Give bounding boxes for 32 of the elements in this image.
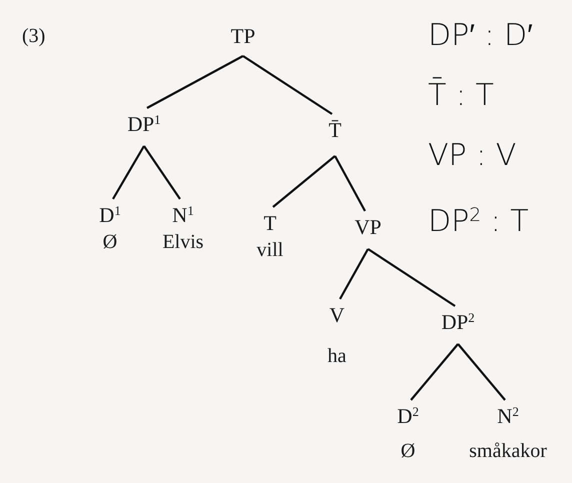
word-label: småkakor: [469, 440, 547, 462]
handwritten-note: VP : V: [428, 138, 516, 174]
category-label: TP: [230, 24, 256, 48]
tree-branch: [367, 248, 456, 307]
tree-branch: [112, 145, 145, 200]
tree-branch: [272, 155, 336, 208]
handwritten-note: DP$^{2}$ : T: [428, 204, 529, 240]
category-label: D$^{1}$: [99, 203, 121, 227]
word-label: vill: [256, 239, 284, 261]
tree-branch: [457, 343, 506, 401]
handwritten-note: DP′ : D′: [428, 18, 533, 54]
example-number: (3): [22, 25, 46, 48]
tree-branch: [242, 55, 333, 115]
word-label: ha: [328, 345, 346, 367]
tree-branch: [146, 55, 244, 109]
category-label: N$^{2}$: [497, 404, 519, 428]
tree-branch: [143, 145, 181, 200]
category-label: D$^{2}$: [397, 404, 419, 428]
handwritten-note: T̄ : T: [428, 78, 494, 114]
category-label: N$^{1}$: [172, 203, 194, 227]
category-label: VP: [354, 215, 382, 239]
tree-branch: [339, 248, 369, 300]
category-label: DP$^{2}$: [441, 310, 475, 334]
category-label: V: [329, 303, 345, 327]
tree-branch: [334, 155, 366, 212]
word-label: Ø: [400, 440, 416, 462]
category-label: DP$^{1}$: [127, 112, 161, 136]
category-label: T̄: [328, 118, 342, 142]
category-label: T: [264, 211, 276, 235]
word-label: Elvis: [162, 231, 204, 253]
tree-branch: [410, 343, 459, 401]
word-label: Ø: [102, 231, 118, 253]
